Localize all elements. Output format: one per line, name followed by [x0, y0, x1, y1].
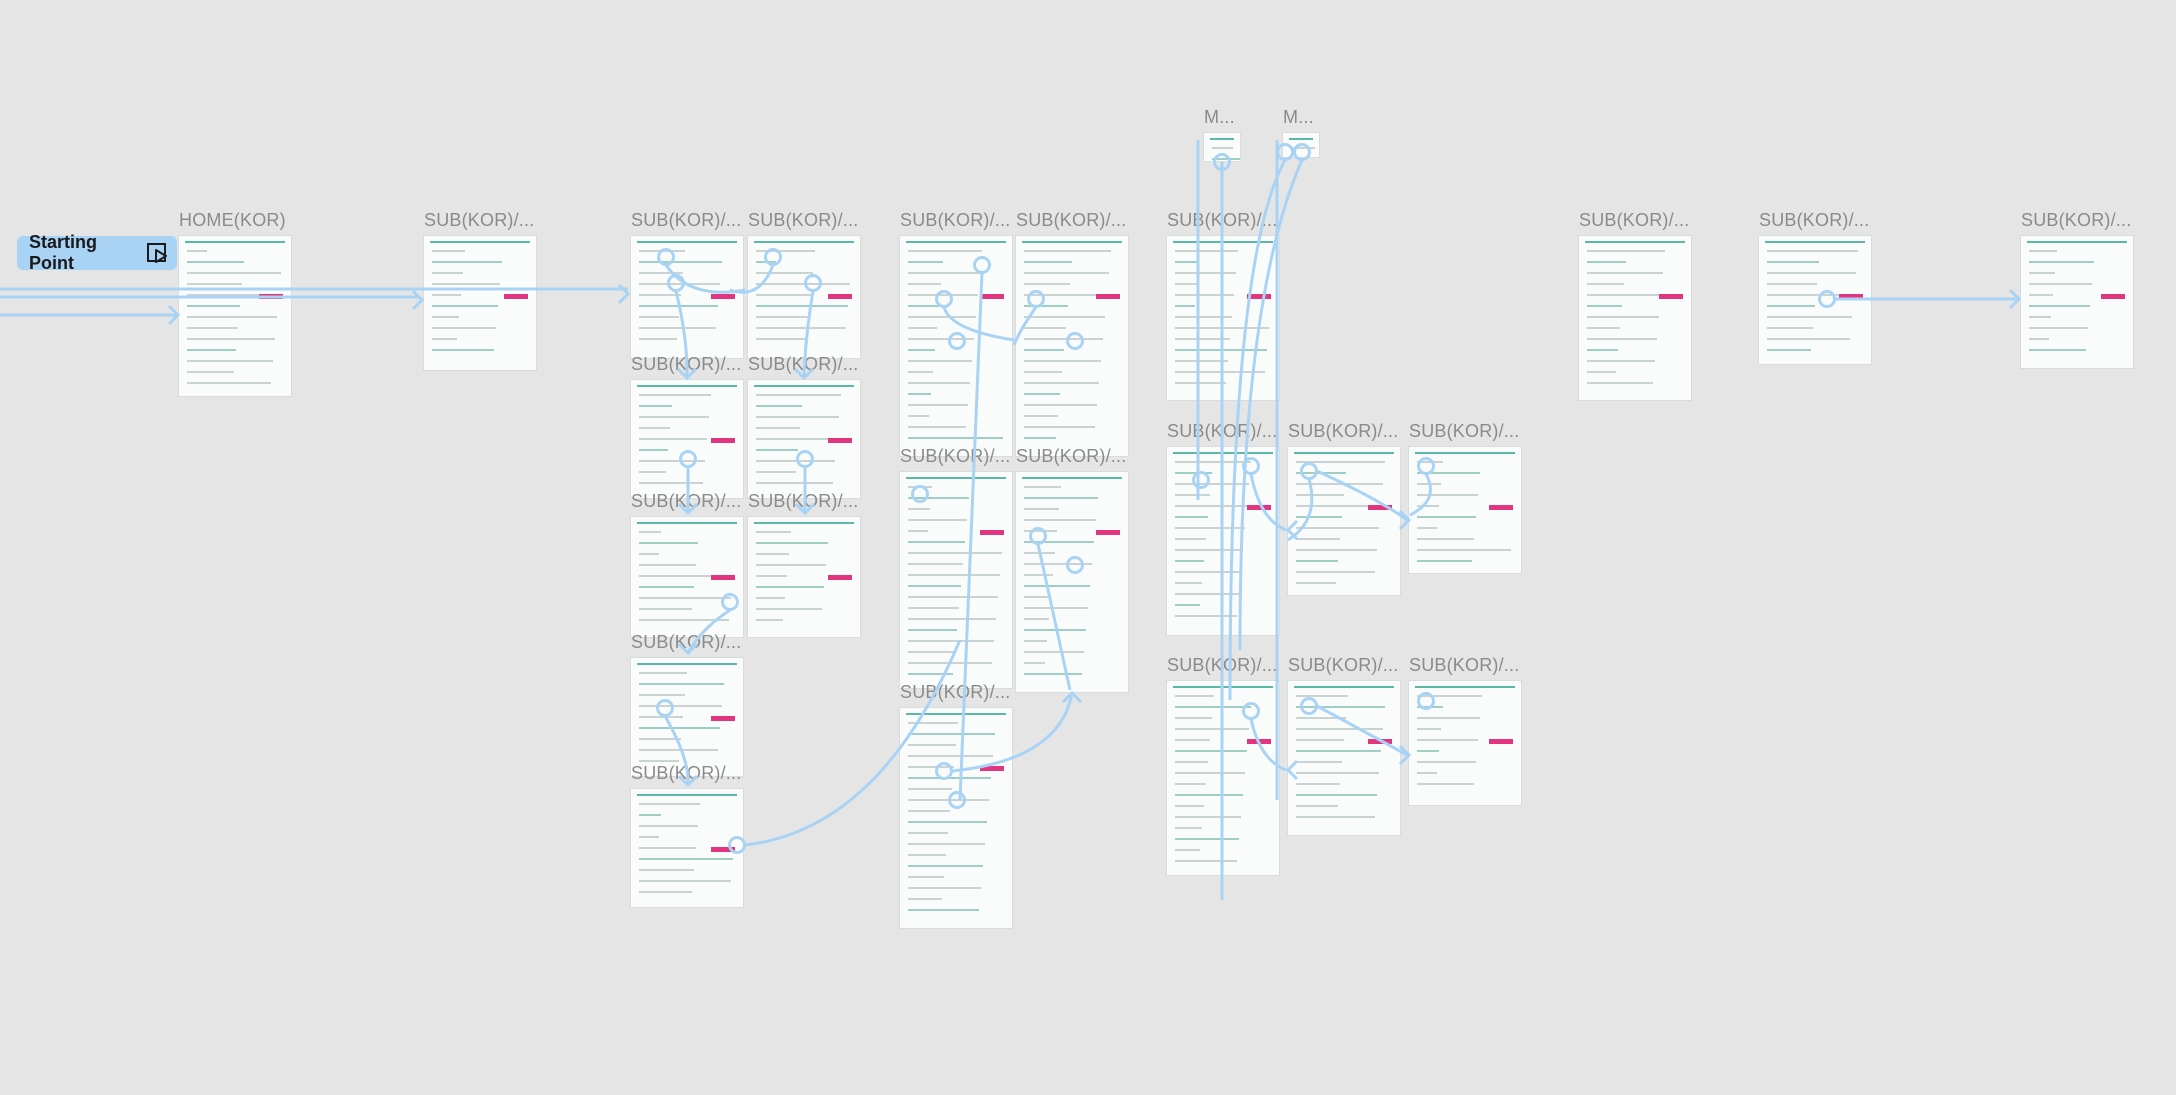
frame-label-s12[interactable]: SUB(KOR)/...	[900, 446, 1011, 466]
frame-label-s21[interactable]: SUB(KOR)/...	[1409, 655, 1520, 675]
play-frame-icon	[145, 240, 171, 266]
frame-thumbnail-m2[interactable]	[1283, 133, 1319, 157]
frame-thumbnail-m1[interactable]	[1204, 133, 1240, 161]
starting-point-button[interactable]: Starting Point	[17, 232, 177, 273]
starting-point-label: Starting Point	[29, 232, 98, 273]
frame-thumbnail-s1[interactable]	[424, 236, 536, 370]
frame-label-s13[interactable]: SUB(KOR)/...	[1016, 446, 1127, 466]
frame-thumbnail-s19[interactable]	[1167, 681, 1279, 875]
frame-label-s15[interactable]: SUB(KOR)/...	[1167, 210, 1278, 230]
frame-label-s20[interactable]: SUB(KOR)/...	[1288, 655, 1399, 675]
frame-label-s18[interactable]: SUB(KOR)/...	[1409, 421, 1520, 441]
frame-label-s14[interactable]: SUB(KOR)/...	[900, 682, 1011, 702]
frame-thumbnail-s9[interactable]	[631, 789, 743, 907]
frame-thumbnail-s11[interactable]	[1016, 236, 1128, 456]
frame-thumbnail-s5[interactable]	[748, 380, 860, 498]
frame-label-s1[interactable]: SUB(KOR)/...	[424, 210, 535, 230]
frame-label-home[interactable]: HOME(KOR)	[179, 210, 286, 230]
frame-label-s16[interactable]: SUB(KOR)/...	[1167, 421, 1278, 441]
frame-label-m2[interactable]: M...	[1283, 107, 1314, 127]
frame-thumbnail-s20[interactable]	[1288, 681, 1400, 835]
frame-label-s11[interactable]: SUB(KOR)/...	[1016, 210, 1127, 230]
frame-thumbnail-s13[interactable]	[1016, 472, 1128, 692]
frame-label-s24[interactable]: SUB(KOR)/...	[2021, 210, 2132, 230]
frame-thumbnail-s4[interactable]	[631, 380, 743, 498]
frame-thumbnail-s18[interactable]	[1409, 447, 1521, 573]
frame-label-s10[interactable]: SUB(KOR)/...	[900, 210, 1011, 230]
frame-thumbnail-s3[interactable]	[748, 236, 860, 358]
frame-thumbnail-home[interactable]	[179, 236, 291, 396]
frame-label-s4[interactable]: SUB(KOR)/...	[631, 354, 742, 374]
frame-label-s9[interactable]: SUB(KOR)/...	[631, 763, 742, 783]
frame-thumbnail-s17[interactable]	[1288, 447, 1400, 595]
frame-label-m1[interactable]: M...	[1204, 107, 1235, 127]
frame-thumbnail-s12[interactable]	[900, 472, 1012, 688]
frame-label-s5[interactable]: SUB(KOR)/...	[748, 354, 859, 374]
frame-thumbnail-s10[interactable]	[900, 236, 1012, 456]
frame-thumbnail-s7[interactable]	[748, 517, 860, 637]
frame-thumbnail-s24[interactable]	[2021, 236, 2133, 368]
frame-thumbnail-s22[interactable]	[1579, 236, 1691, 400]
frame-thumbnail-s21[interactable]	[1409, 681, 1521, 805]
frame-thumbnail-s16[interactable]	[1167, 447, 1279, 635]
frame-label-s2[interactable]: SUB(KOR)/...	[631, 210, 742, 230]
frame-label-s7[interactable]: SUB(KOR)/...	[748, 491, 859, 511]
frame-label-s19[interactable]: SUB(KOR)/...	[1167, 655, 1278, 675]
frame-thumbnail-s15[interactable]	[1167, 236, 1279, 400]
frame-label-s6[interactable]: SUB(KOR)/...	[631, 491, 742, 511]
frame-thumbnail-s2[interactable]	[631, 236, 743, 358]
frame-thumbnail-s6[interactable]	[631, 517, 743, 637]
frame-label-s22[interactable]: SUB(KOR)/...	[1579, 210, 1690, 230]
frame-thumbnail-s23[interactable]	[1759, 236, 1871, 364]
frame-label-s3[interactable]: SUB(KOR)/...	[748, 210, 859, 230]
frame-label-s8[interactable]: SUB(KOR)/...	[631, 632, 742, 652]
frame-label-s17[interactable]: SUB(KOR)/...	[1288, 421, 1399, 441]
frame-thumbnail-s14[interactable]	[900, 708, 1012, 928]
frame-label-s23[interactable]: SUB(KOR)/...	[1759, 210, 1870, 230]
frame-thumbnail-s8[interactable]	[631, 658, 743, 776]
